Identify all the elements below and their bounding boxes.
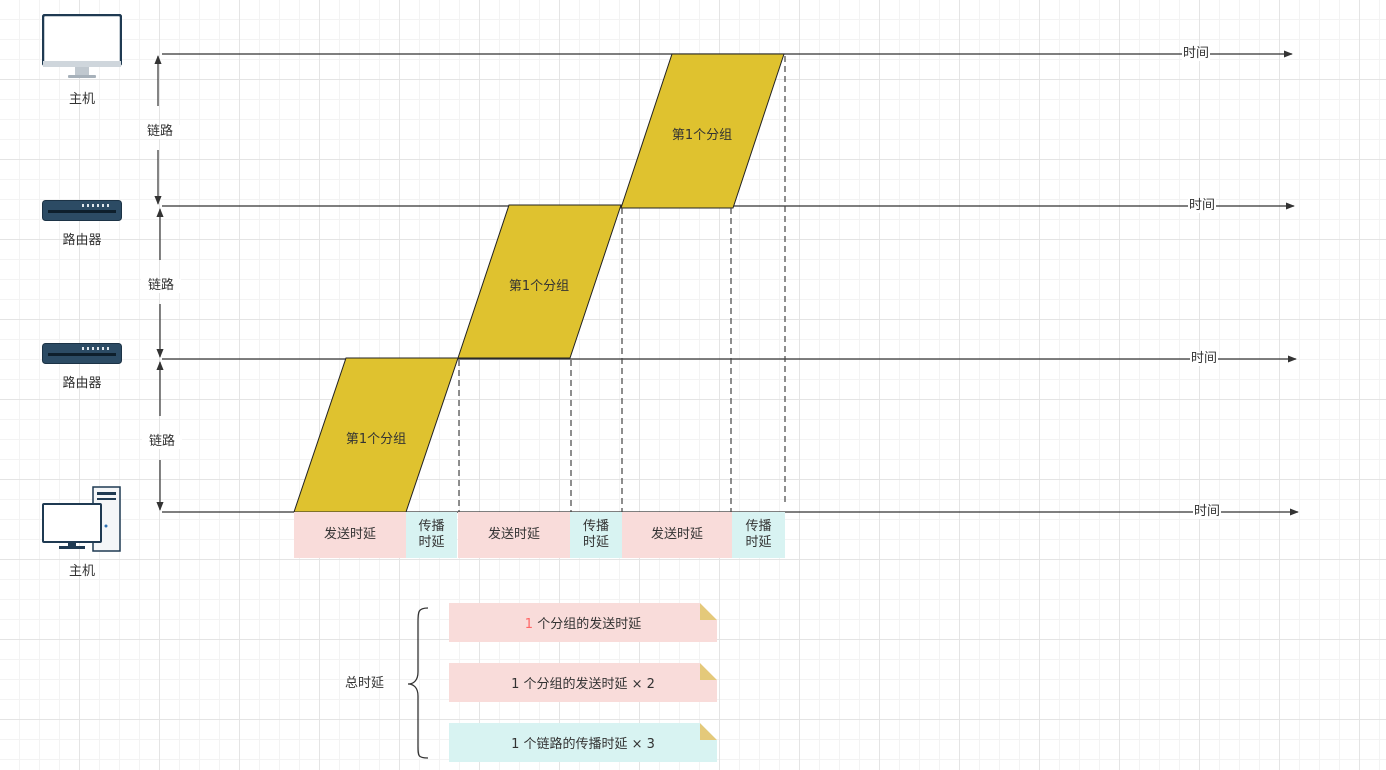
packet-shape-2 [457,204,622,359]
router-icon [42,343,122,368]
time-label-4: 时间 [1193,504,1222,519]
desktop-pc-icon [42,486,122,556]
propagation-delay-cell: 传播 时延 [570,512,622,558]
total-item-send-delay-x2: 1 个分组的发送时延 × 2 [449,663,717,702]
send-delay-cell: 发送时延 [622,512,732,558]
total-delay-label: 总时延 [345,676,385,691]
device-label-router-2: 路由器 [62,376,102,391]
router-icon [42,200,122,225]
time-label-1: 时间 [1182,46,1211,61]
packet-label-3: 第1个分组 [671,128,733,143]
link-label-2: 链路 [141,279,181,293]
time-label-3: 时间 [1190,351,1219,366]
time-label-2: 时间 [1188,198,1217,213]
link-label-3: 链路 [142,435,182,449]
highlight-number: 1 [524,617,534,632]
packet-label-1: 第1个分组 [345,432,407,447]
total-brace [407,607,429,759]
send-delay-cell: 发送时延 [458,512,570,558]
packet-label-2: 第1个分组 [508,279,570,294]
total-item-send-delay: 1 个分组的发送时延 [449,603,717,642]
device-label-host-top: 主机 [68,92,95,107]
device-label-host-bottom: 主机 [68,564,95,579]
propagation-delay-cell: 传播 时延 [732,512,785,558]
desktop-monitor-icon [41,13,123,84]
total-item-propagation-delay-x3: 1 个链路的传播时延 × 3 [449,723,717,762]
packet-shape-3 [620,53,785,209]
send-delay-cell: 发送时延 [294,512,406,558]
device-label-router-1: 路由器 [62,233,102,248]
propagation-delay-cell: 传播 时延 [406,512,457,558]
link-label-1: 链路 [140,125,180,139]
